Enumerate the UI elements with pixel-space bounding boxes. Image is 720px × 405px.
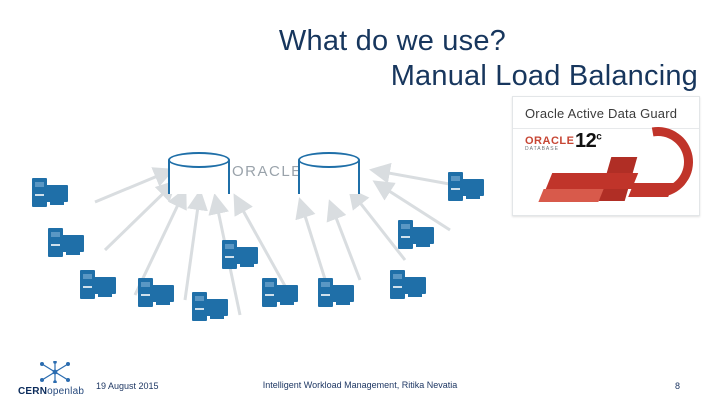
adg-card-divider — [513, 128, 699, 129]
title-line-2: Manual Load Balancing — [390, 60, 698, 93]
database-cylinder-left — [168, 152, 230, 198]
title-line-1: What do we use? — [278, 25, 506, 57]
version-number: 12 — [575, 130, 597, 152]
oracle-active-data-guard-card: Oracle Active Data Guard ORACLE DATABASE… — [512, 96, 700, 216]
ribbon-shape — [628, 183, 674, 197]
oracle-database-text: DATABASE — [525, 146, 559, 152]
architecture-diagram: ORACLE — [0, 130, 720, 355]
footer-page-number: 8 — [674, 381, 680, 391]
cylinder-top — [168, 152, 230, 168]
oracle-version: 12c — [575, 130, 602, 153]
ribbon-shape — [545, 173, 639, 189]
adg-card-title: Oracle Active Data Guard — [525, 106, 678, 121]
logo-text: CERNopenlab — [18, 386, 92, 397]
openlab-mark-icon — [40, 361, 70, 383]
oracle-wordmark: ORACLE — [232, 163, 303, 180]
ribbon-shape — [538, 189, 604, 202]
logo-openlab-text: openlab — [47, 386, 85, 397]
page-title: What do we use? Manual Load Balancing — [0, 24, 698, 95]
cylinder-top — [298, 152, 360, 168]
footer-title: Intelligent Workload Management, Ritika … — [262, 380, 458, 390]
database-cylinder-right — [298, 152, 360, 198]
logo-cern-text: CERN — [18, 386, 48, 397]
oracle-logo-text: ORACLE — [525, 135, 575, 147]
cern-openlab-logo: CERNopenlab — [18, 361, 92, 397]
version-suffix: c — [596, 131, 602, 143]
footer-date: 19 August 2015 — [96, 381, 159, 391]
